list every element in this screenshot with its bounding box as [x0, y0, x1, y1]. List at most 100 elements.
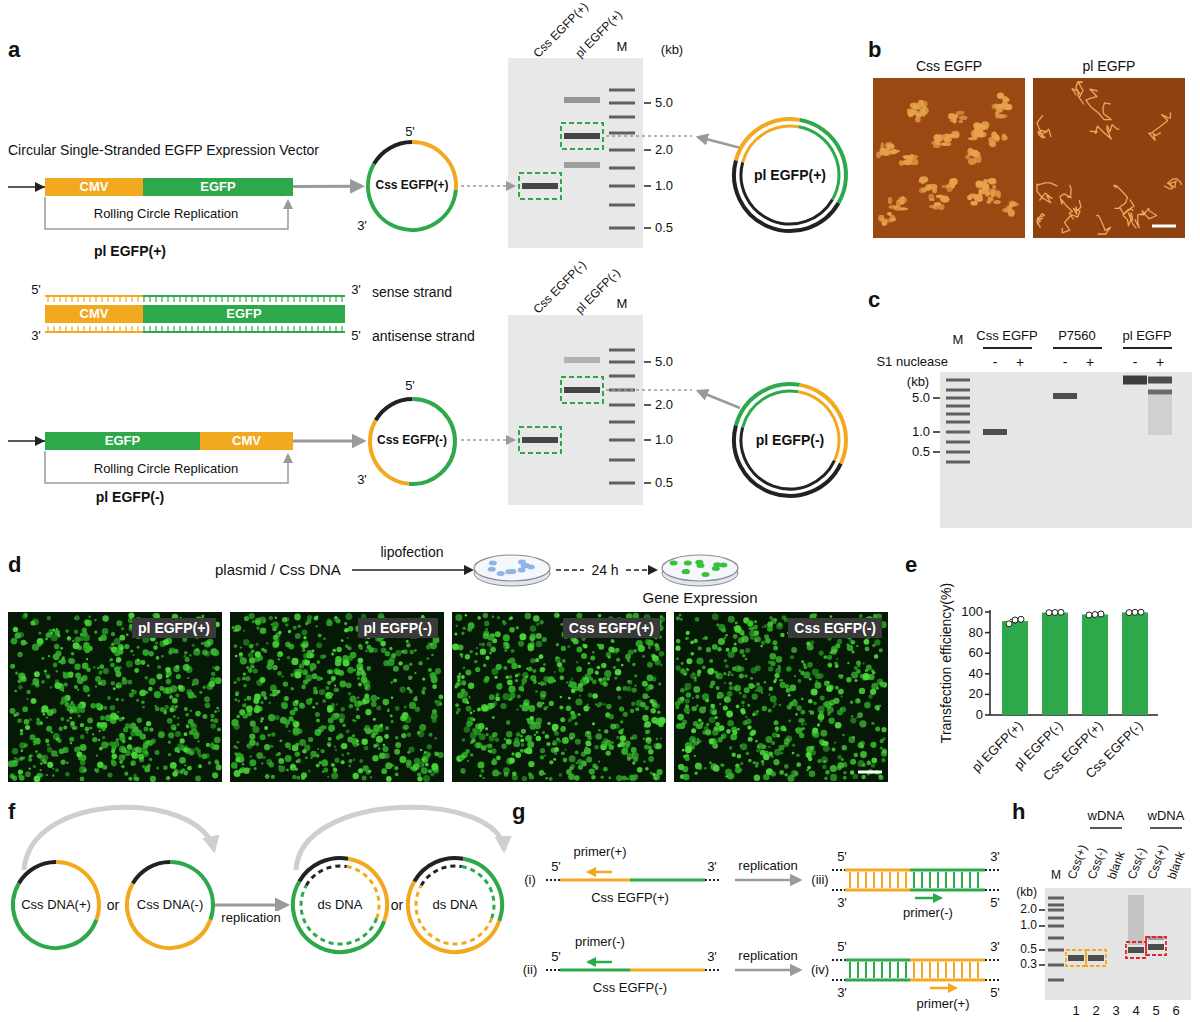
- gel-band: [1053, 393, 1077, 399]
- cell-signal: [285, 742, 291, 748]
- cell-signal: [52, 774, 54, 776]
- cell-signal: [276, 753, 279, 756]
- pointer-arrow: [698, 391, 740, 408]
- cell-signal: [256, 627, 259, 630]
- cell-signal: [51, 632, 53, 634]
- cell-signal: [650, 708, 656, 714]
- base-tick: [161, 326, 162, 332]
- cell-signal: [468, 683, 474, 689]
- cell-signal: [269, 616, 273, 620]
- cell-signal: [518, 665, 521, 668]
- cell-signal: [592, 764, 597, 769]
- cell-signal: [50, 686, 53, 689]
- afm-particle: [979, 132, 984, 138]
- base-tick: [179, 296, 180, 302]
- cell-signal: [372, 755, 378, 761]
- pointer-line: [461, 439, 514, 441]
- base-tick: [233, 296, 234, 302]
- cell-signal: [290, 764, 296, 770]
- cell-signal: [142, 649, 149, 656]
- fluorescence-image: [8, 612, 222, 782]
- cell-signal: [197, 749, 201, 753]
- cell-signal: [568, 718, 572, 722]
- cell-signal: [190, 722, 195, 727]
- cell-signal: [122, 740, 126, 744]
- cell-signal: [243, 713, 248, 718]
- cell-signal: [168, 741, 171, 744]
- cell-signal: [22, 756, 25, 759]
- cell-signal: [159, 686, 164, 691]
- base-tick: [173, 326, 174, 332]
- cell-signal: [60, 647, 63, 650]
- gel-band: [609, 482, 635, 485]
- selection-box: [561, 377, 603, 403]
- cell-signal: [402, 725, 407, 730]
- cell-signal: [523, 699, 529, 705]
- cell-signal: [13, 627, 18, 632]
- cell-signal: [413, 697, 417, 701]
- cell-signal: [171, 724, 177, 730]
- base-tick: [293, 326, 294, 332]
- cell-signal: [415, 672, 417, 674]
- cell-signal: [178, 685, 183, 690]
- cell-signal: [569, 755, 576, 762]
- cell-signal: [266, 759, 272, 765]
- cell-signal: [62, 747, 68, 753]
- cell-signal: [167, 777, 169, 779]
- cell-signal: [503, 666, 507, 670]
- cell-signal: [147, 665, 149, 667]
- gel-band: [609, 185, 635, 188]
- cell-signal: [620, 735, 626, 741]
- cell-signal: [149, 758, 152, 761]
- cell-signal: [358, 768, 363, 773]
- cell-signal: [51, 634, 58, 641]
- cell-signal: [279, 765, 281, 767]
- cell-signal: [353, 669, 356, 672]
- cell-signal: [115, 671, 121, 677]
- cell-signal: [378, 748, 380, 750]
- cell-signal: [164, 705, 169, 710]
- afm-particle: [956, 111, 965, 115]
- cell-signal: [480, 769, 484, 773]
- cell-signal: [395, 706, 400, 711]
- base-tick: [185, 326, 186, 332]
- cell-signal: [549, 760, 553, 764]
- cell-signal: [485, 744, 489, 748]
- cell-signal: [606, 750, 611, 755]
- cell-signal: [376, 736, 383, 743]
- cell-signal: [33, 765, 36, 768]
- cell-signal: [295, 743, 299, 747]
- cell-signal: [213, 718, 218, 723]
- cell-signal: [495, 738, 499, 742]
- cell-signal: [577, 713, 580, 716]
- cell-signal: [121, 698, 124, 701]
- cell-signal: [323, 637, 326, 640]
- cell-signal: [554, 671, 556, 673]
- base-tick: [107, 296, 108, 302]
- cell-signal: [40, 762, 43, 765]
- cell: [508, 569, 516, 574]
- cell-signal: [184, 764, 186, 766]
- afm-particle: [992, 185, 996, 189]
- cell-signal: [305, 682, 307, 684]
- gel-band: [564, 387, 600, 393]
- cell-signal: [343, 659, 350, 666]
- base-tick: [245, 296, 246, 302]
- cell-signal: [70, 721, 75, 726]
- afm-particle: [1005, 104, 1012, 110]
- cell-signal: [642, 693, 648, 699]
- cell-signal: [119, 760, 123, 764]
- cell-signal: [365, 709, 371, 715]
- cell-signal: [635, 685, 637, 687]
- cell-signal: [400, 715, 406, 721]
- cell-signal: [327, 669, 332, 674]
- afm-particle: [997, 93, 1004, 100]
- cell-signal: [586, 756, 592, 762]
- cell-signal: [246, 705, 253, 712]
- cell-signal: [656, 738, 658, 740]
- cell-signal: [111, 759, 116, 764]
- cell-signal: [420, 749, 422, 751]
- cell-signal: [102, 736, 105, 739]
- cell-signal: [169, 708, 174, 713]
- cell-signal: [417, 776, 422, 781]
